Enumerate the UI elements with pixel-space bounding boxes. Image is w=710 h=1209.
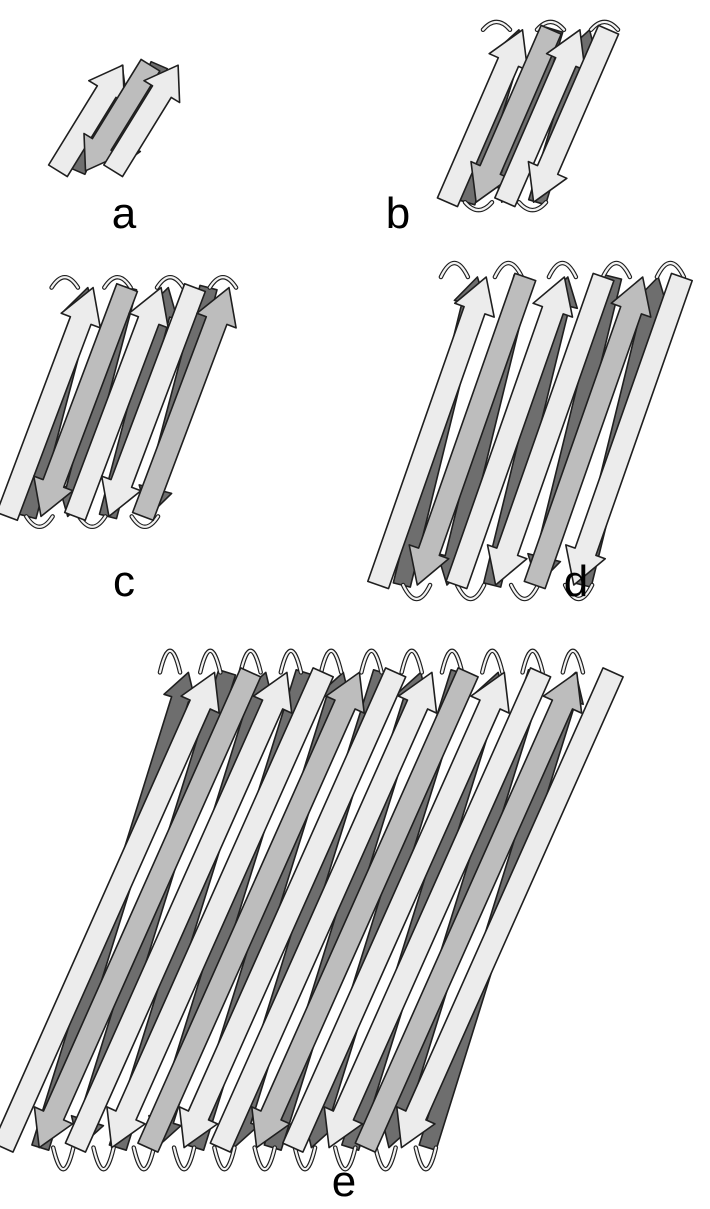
- panel-label-a: a: [112, 192, 136, 236]
- panel-label-b: b: [386, 192, 410, 236]
- panel-c-ribbon: [0, 277, 236, 527]
- panel-d-ribbon: [368, 263, 692, 599]
- panel-label-d: d: [564, 560, 588, 604]
- panel-a-ribbon: [49, 59, 180, 176]
- panel-e-ribbon: [0, 651, 623, 1169]
- panel-b-ribbon: [437, 22, 618, 210]
- panel-label-e: e: [332, 1160, 356, 1204]
- panel-label-c: c: [113, 560, 135, 604]
